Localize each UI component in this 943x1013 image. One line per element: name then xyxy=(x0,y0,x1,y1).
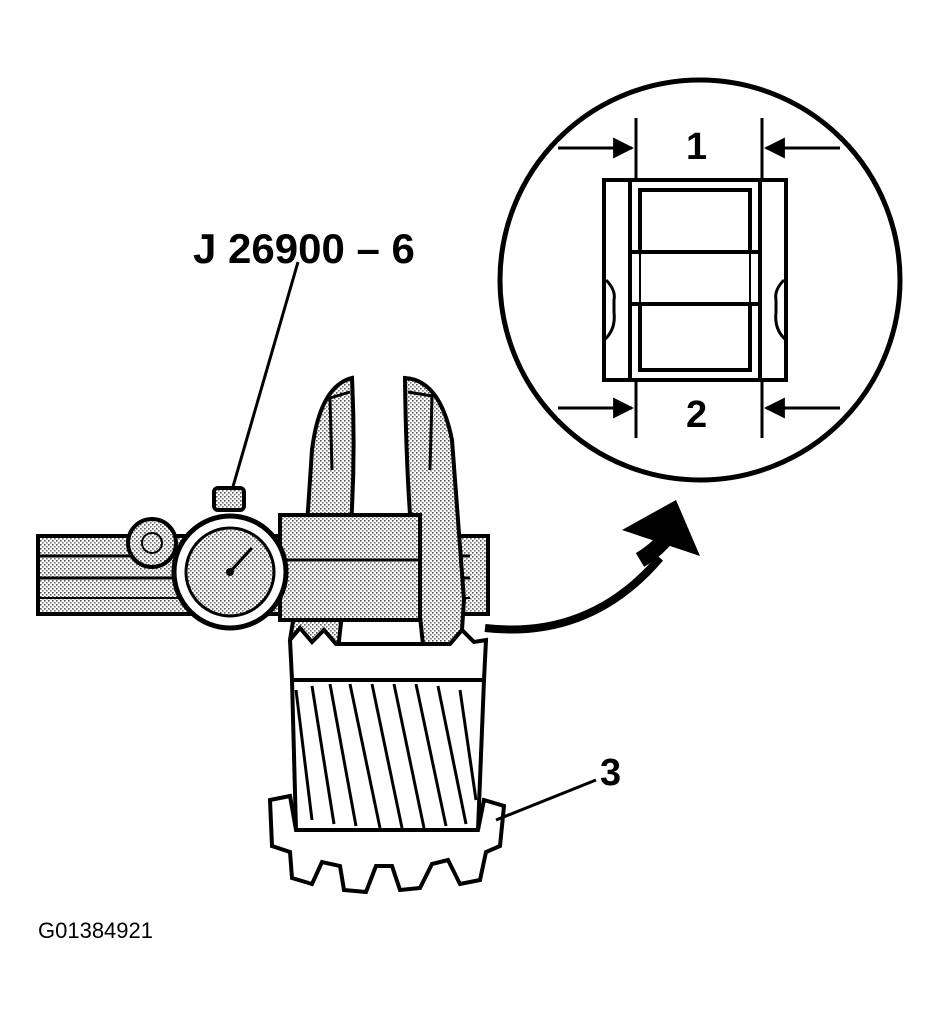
dimension-1-label: 1 xyxy=(686,126,708,168)
tool-leader-line xyxy=(230,261,300,491)
helical-gear xyxy=(267,624,507,895)
bushing-cross-section xyxy=(602,178,788,382)
tool-number-label: J 26900 – 6 xyxy=(193,225,415,272)
figure-id: G01384921 xyxy=(38,918,153,943)
detail-arrow xyxy=(484,500,700,634)
part-3-leader-line xyxy=(495,778,597,822)
dimension-2-label: 2 xyxy=(686,394,708,436)
detail-view xyxy=(497,77,903,483)
dial-indicator xyxy=(171,486,289,631)
dimension-lines xyxy=(558,118,840,438)
caliper-movable-jaw xyxy=(278,375,422,655)
part-3-label: 3 xyxy=(600,752,622,794)
thumb-wheel xyxy=(126,517,178,569)
